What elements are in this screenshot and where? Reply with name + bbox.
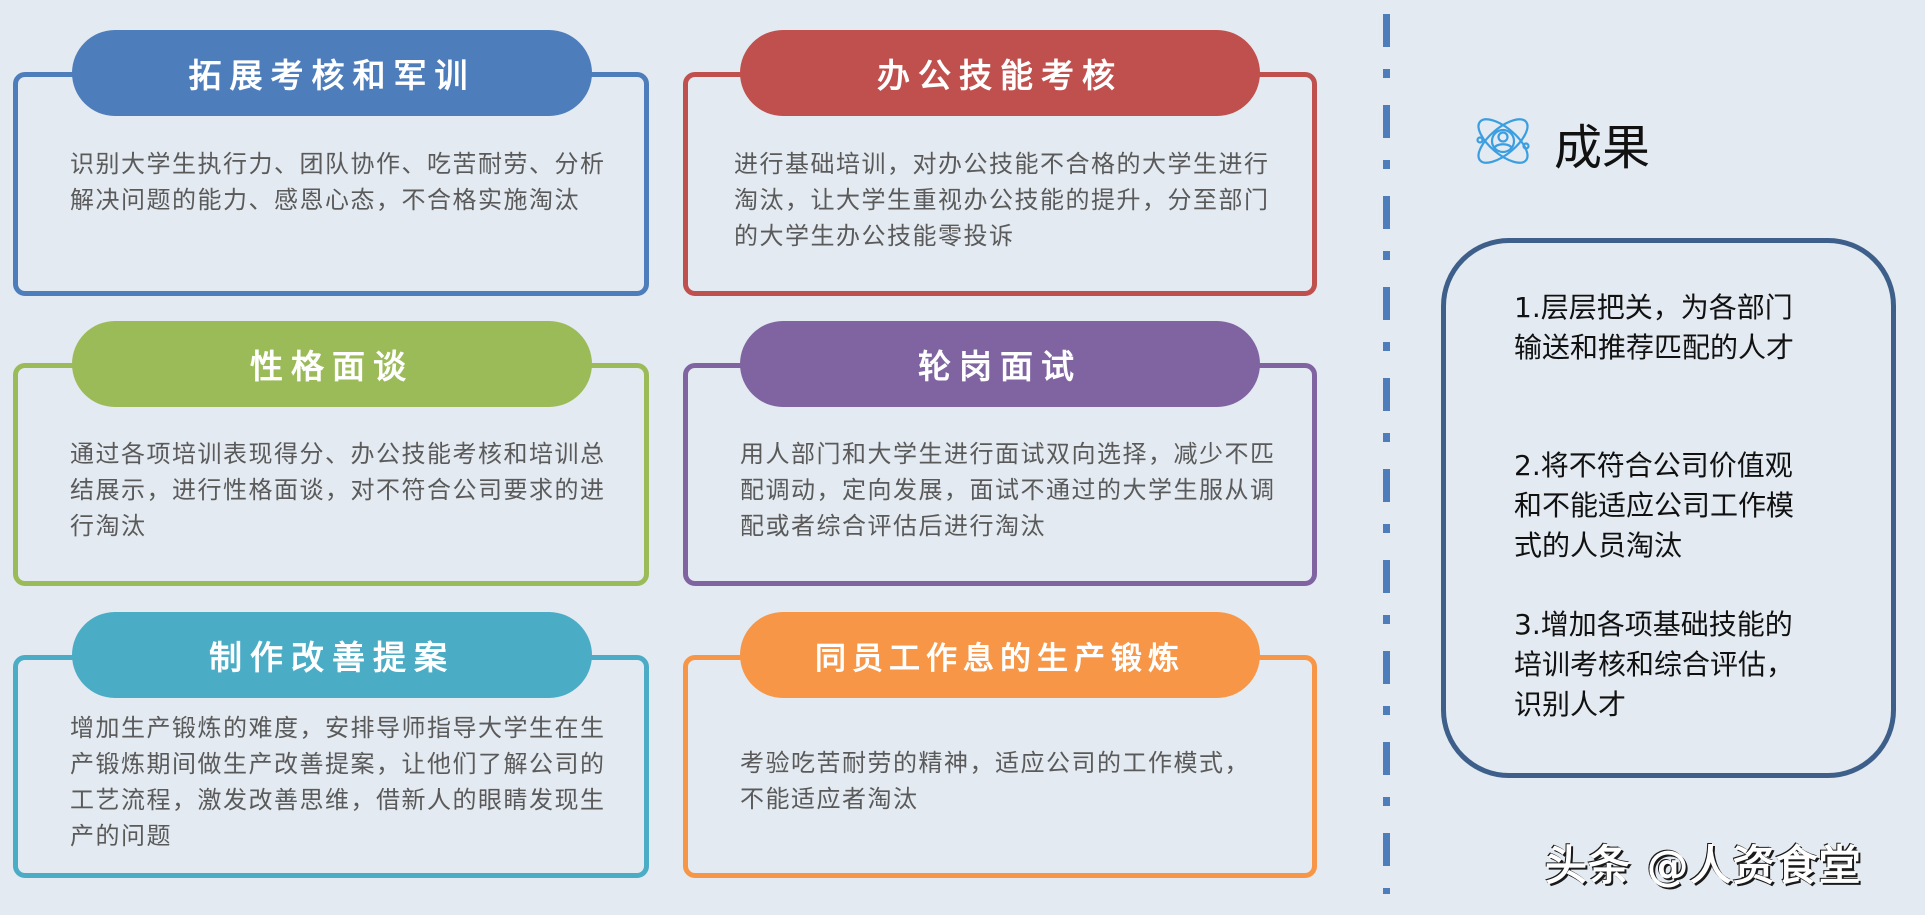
atom-person-icon: [1474, 110, 1532, 176]
stage-description-personality-interview: 通过各项培训表现得分、办公技能考核和培训总结展示，进行性格面谈，对不符合公司要求…: [70, 440, 606, 540]
watermark: 头条 @人资食堂: [1545, 841, 1862, 890]
stage-title-rotation-interview: 轮岗面试: [740, 321, 1260, 407]
stage-title-text: 办公技能考核: [877, 56, 1123, 95]
results-box: [1441, 238, 1896, 778]
results-item-number: 2.: [1514, 449, 1541, 482]
results-title: 成果: [1554, 120, 1651, 176]
results-item-number: 1.: [1514, 291, 1541, 324]
results-item: 2.将不符合公司价值观和不能适应公司工作模式的人员淘汰: [1514, 446, 1814, 566]
stage-title-text: 制作改善提案: [209, 638, 455, 677]
stage-title-text: 性格面谈: [250, 347, 414, 386]
stage-description-outdoor-training: 识别大学生执行力、团队协作、吃苦耐劳、分析解决问题的能力、感恩心态，不合格实施淘…: [70, 150, 606, 214]
stage-title-improvement-proposal: 制作改善提案: [72, 612, 592, 698]
dashed-divider: [1383, 14, 1390, 894]
stage-title-office-skills: 办公技能考核: [740, 30, 1260, 116]
results-item: 1.层层把关，为各部门输送和推荐匹配的人才: [1514, 288, 1814, 368]
results-item-text: 增加各项基础技能的培训考核和综合评估，识别人才: [1514, 608, 1795, 721]
stage-description-office-skills: 进行基础培训，对办公技能不合格的大学生进行淘汰，让大学生重视办公技能的提升，分至…: [734, 150, 1270, 250]
results-item-number: 3.: [1514, 608, 1541, 641]
stage-title-outdoor-training: 拓展考核和军训: [72, 30, 592, 116]
results-item-text: 将不符合公司价值观和不能适应公司工作模式的人员淘汰: [1514, 449, 1795, 562]
stage-title-text: 拓展考核和军训: [188, 56, 476, 95]
stage-title-text: 轮岗面试: [918, 347, 1082, 386]
results-item: 3.增加各项基础技能的培训考核和综合评估，识别人才: [1514, 605, 1814, 725]
stage-title-production-training: 同员工作息的生产锻炼: [740, 612, 1260, 698]
stage-title-personality-interview: 性格面谈: [72, 321, 592, 407]
stage-title-text: 同员工作息的生产锻炼: [815, 640, 1185, 677]
results-item-text: 层层把关，为各部门输送和推荐匹配的人才: [1514, 291, 1795, 364]
stage-description-production-training: 考验吃苦耐劳的精神，适应公司的工作模式，不能适应者淘汰: [740, 749, 1250, 813]
stage-description-improvement-proposal: 增加生产锻炼的难度，安排导师指导大学生在生产锻炼期间做生产改善提案，让他们了解公…: [70, 714, 606, 850]
stage-description-rotation-interview: 用人部门和大学生进行面试双向选择，减少不匹配调动，定向发展，面试不通过的大学生服…: [740, 440, 1276, 540]
results-header: 成果: [1474, 108, 1650, 178]
